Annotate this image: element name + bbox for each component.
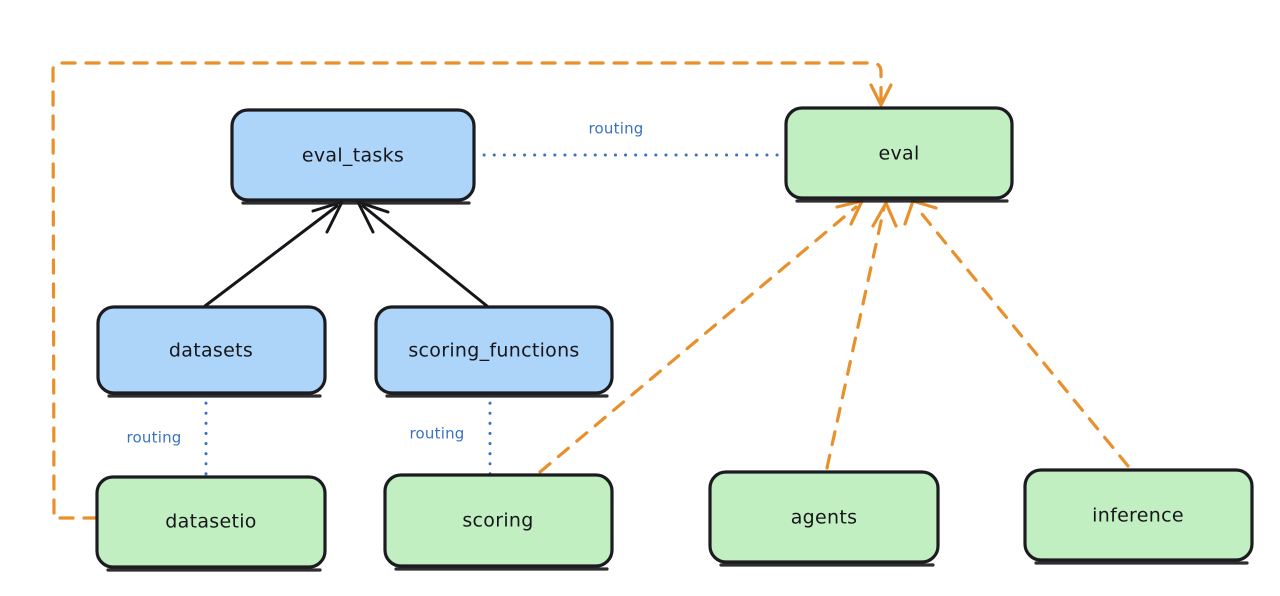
edge-datasetio-to-eval-arrowhead <box>869 83 893 107</box>
node-eval[interactable]: eval <box>784 106 1014 203</box>
node-scoring-functions-box <box>374 305 614 395</box>
edge-datasets-to-eval-tasks[interactable] <box>203 200 344 308</box>
edge-agents-to-eval[interactable] <box>825 201 898 470</box>
edge-inference-to-eval-path <box>915 206 1130 468</box>
node-datasetio-box <box>95 475 327 569</box>
node-eval-tasks-label: eval_tasks <box>302 145 404 167</box>
edge-scoring-functions-to-eval-tasks-path <box>361 204 489 308</box>
node-datasetio-label: datasetio <box>165 511 256 533</box>
edge-label-routing-eval: routing <box>589 120 644 138</box>
edge-layer <box>51 61 1130 520</box>
node-datasets-box <box>96 305 327 395</box>
edge-scoring-functions-to-eval-tasks[interactable] <box>356 200 489 308</box>
edge-label-routing-scoring: routing <box>410 425 465 443</box>
node-scoring-functions-label: scoring_functions <box>408 340 579 362</box>
node-scoring[interactable]: scoring <box>383 473 614 571</box>
node-layer: eval_tasks eval datasets scoring_functio… <box>95 106 1254 572</box>
edge-agents-to-eval-path <box>825 206 886 470</box>
edge-datasetio-to-eval[interactable] <box>51 61 893 520</box>
edge-inference-to-eval-arrowhead <box>903 199 938 226</box>
node-agents-box <box>708 470 940 564</box>
edge-label-layer: routing routing routing <box>127 120 644 447</box>
node-eval-tasks-box <box>230 108 476 202</box>
edge-inference-to-eval[interactable] <box>903 199 1130 468</box>
edge-label-routing-datasetio: routing <box>127 429 182 447</box>
edge-datasets-to-eval-tasks-path <box>203 204 339 308</box>
edge-scoring-to-eval-path <box>538 205 858 474</box>
edge-datasetio-to-eval-path <box>51 61 883 520</box>
node-inference-box <box>1023 468 1254 562</box>
node-inference-label: inference <box>1092 505 1184 527</box>
node-datasets-label: datasets <box>169 340 253 362</box>
node-inference[interactable]: inference <box>1023 468 1254 565</box>
edge-agents-to-eval-arrowhead <box>871 201 898 228</box>
node-datasetio[interactable]: datasetio <box>95 475 327 572</box>
node-agents-label: agents <box>791 507 858 529</box>
node-eval-box <box>784 106 1014 200</box>
node-eval-tasks[interactable]: eval_tasks <box>230 108 476 205</box>
node-scoring-box <box>383 473 614 568</box>
node-scoring-label: scoring <box>462 510 533 532</box>
node-eval-label: eval <box>878 143 919 165</box>
node-agents[interactable]: agents <box>708 470 940 567</box>
node-datasets[interactable]: datasets <box>96 305 327 398</box>
node-scoring-functions[interactable]: scoring_functions <box>374 305 614 398</box>
